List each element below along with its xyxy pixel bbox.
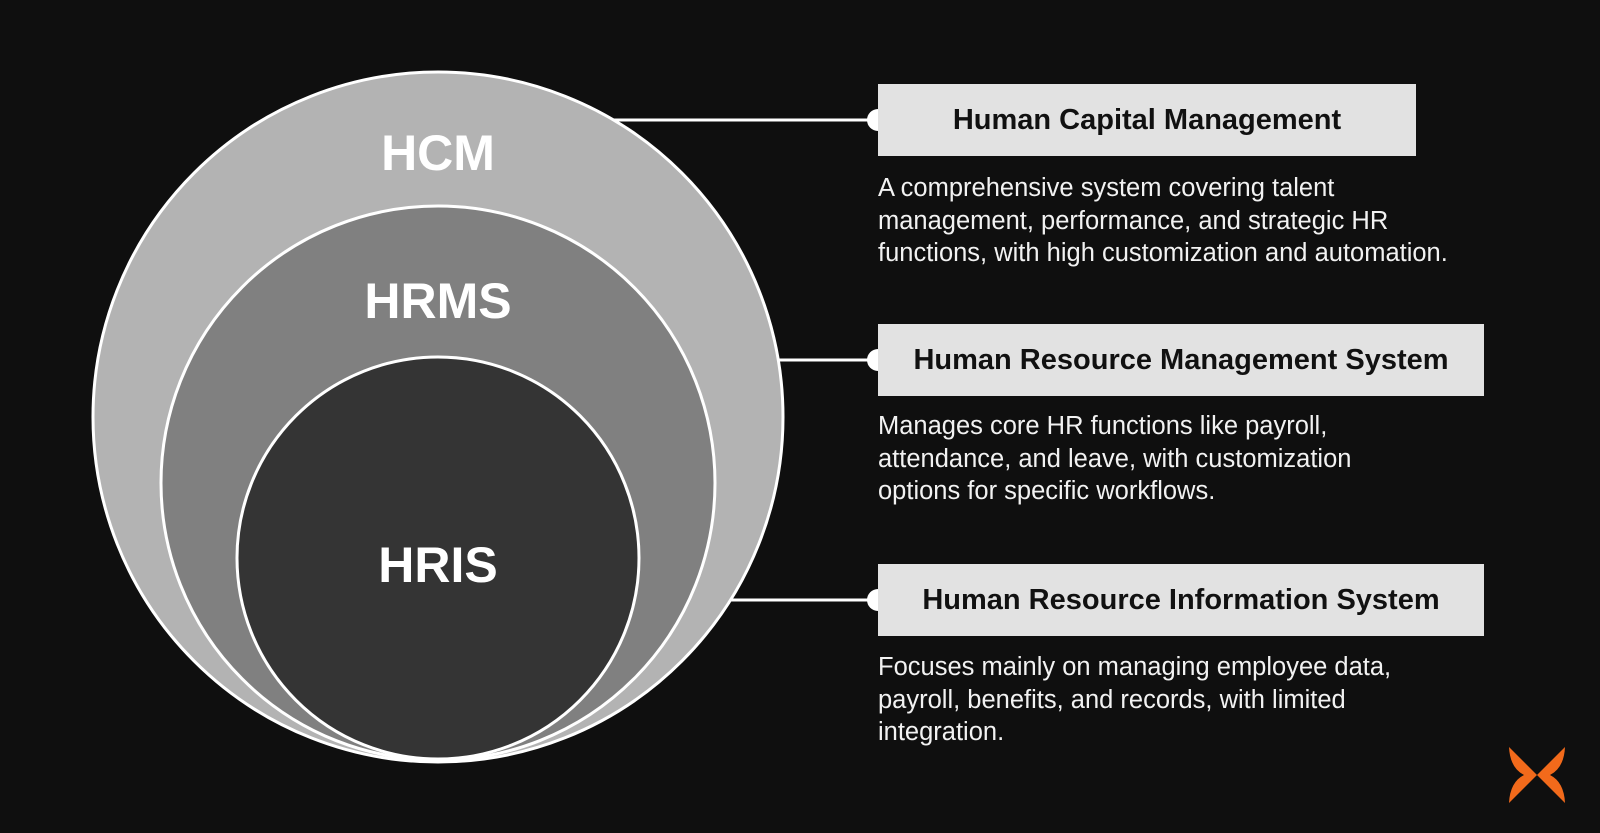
ring-hris (235, 355, 641, 761)
ring-label-hrms: HRMS (364, 273, 511, 329)
butterfly-logo-icon (1509, 747, 1565, 803)
card-title-hris: Human Resource Information System (878, 564, 1484, 636)
ring-label-hris: HRIS (378, 537, 497, 593)
card-description-hrms: Manages core HR functions like payroll, … (878, 412, 1352, 505)
card-title-hcm: Human Capital Management (878, 84, 1416, 156)
ring-label-hcm: HCM (381, 125, 495, 181)
card-description-hris: Focuses mainly on managing employee data… (878, 653, 1392, 746)
card-description-hcm: A comprehensive system covering talent m… (878, 174, 1448, 267)
card-title-hrms: Human Resource Management System (878, 324, 1484, 396)
